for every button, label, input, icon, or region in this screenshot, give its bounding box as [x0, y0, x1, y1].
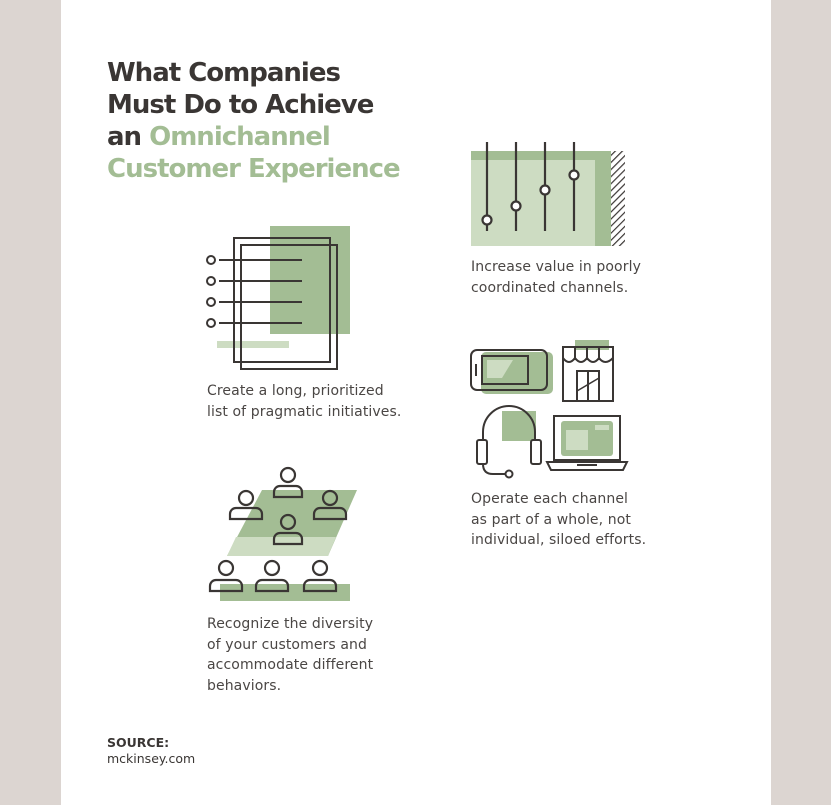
- title-line-4: Customer Experience: [107, 154, 401, 184]
- source-note: SOURCE: mckinsey.com: [107, 735, 195, 767]
- caption-sliders: Increase value in poorly coordinated cha…: [471, 259, 641, 296]
- caption-people: Recognize the diversity of your customer…: [207, 616, 374, 694]
- page-title: What Companies Must Do to Achieve an Omn…: [107, 57, 401, 185]
- people-group-icon: [208, 466, 357, 601]
- title-line-1: What Companies: [107, 58, 341, 88]
- source-value: mckinsey.com: [107, 751, 196, 766]
- channels-devices-icon: [470, 340, 629, 479]
- source-label: SOURCE:: [107, 735, 170, 750]
- checklist-document-icon: [206, 226, 350, 370]
- caption-channels: Operate each channel as part of a whole,…: [471, 491, 647, 548]
- title-line-3: an Omnichannel: [107, 122, 331, 152]
- infographic-card: [61, 0, 771, 805]
- sliders-equalizer-icon: [471, 142, 625, 246]
- caption-checklist: Create a long, prioritized list of pragm…: [207, 383, 402, 420]
- title-line-2: Must Do to Achieve: [107, 90, 374, 120]
